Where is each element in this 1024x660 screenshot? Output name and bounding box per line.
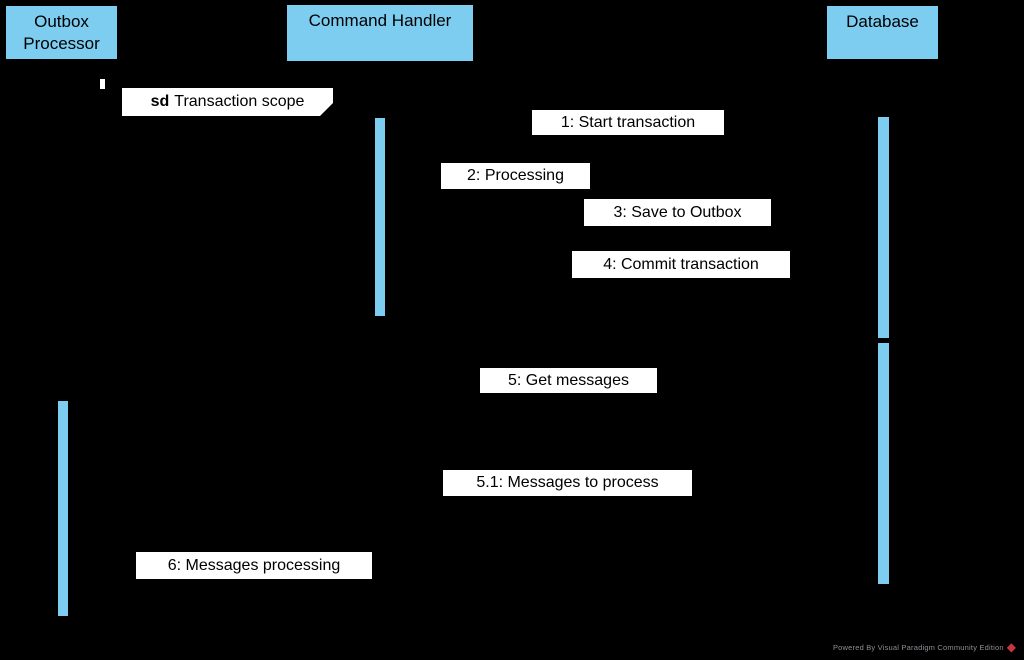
participant-database: Database xyxy=(825,4,940,61)
message-label-3: 3: Save to Outbox xyxy=(584,199,771,226)
message-label-4: 4: Commit transaction xyxy=(572,251,790,278)
watermark: Powered By Visual Paradigm Community Edi… xyxy=(833,639,1016,655)
participant-name-line: Command Handler xyxy=(308,11,452,30)
database-activation-1 xyxy=(877,116,890,339)
sd-frame-label: sd Transaction scope xyxy=(122,88,333,116)
message-label-2: 2: Processing xyxy=(441,163,590,189)
database-activation-2 xyxy=(877,342,890,585)
message-label-6: 5.1: Messages to process xyxy=(443,470,692,496)
command-handler-activation xyxy=(374,117,386,317)
watermark-text: Powered By Visual Paradigm Community Edi… xyxy=(832,642,1004,652)
outbox-processor-activation xyxy=(57,400,69,617)
message-label-1: 1: Start transaction xyxy=(532,110,724,135)
message-label-5: 5: Get messages xyxy=(480,368,657,393)
frame-title: Transaction scope xyxy=(174,93,305,110)
participant-name-line: Outbox xyxy=(34,12,89,31)
message-label-7: 6: Messages processing xyxy=(136,552,372,579)
frame-operator: sd xyxy=(150,93,170,110)
participant-name-line: Processor xyxy=(23,34,100,53)
frame-border-fragment xyxy=(100,79,105,89)
participant-command-handler: Command Handler xyxy=(285,3,475,63)
visual-paradigm-diamond-icon: ◆ xyxy=(1006,640,1016,654)
participant-name-line: Database xyxy=(846,12,919,31)
